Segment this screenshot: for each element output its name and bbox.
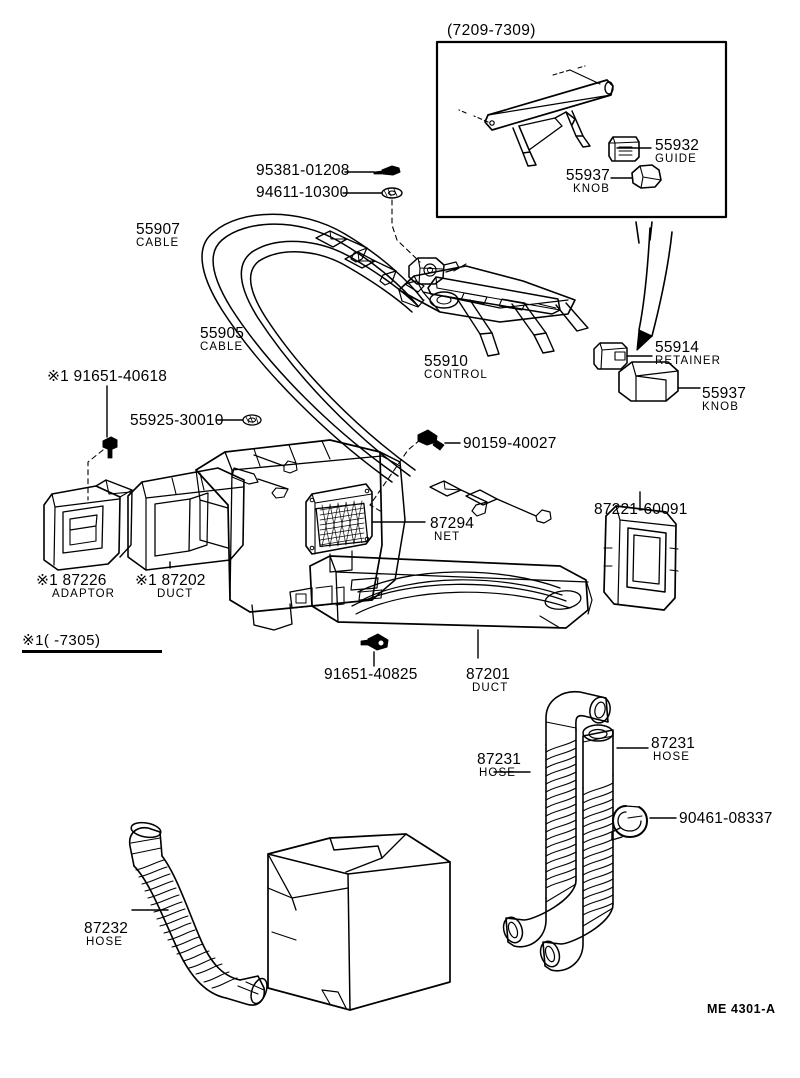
part-label-90159: 90159-40027 xyxy=(463,436,557,452)
part-number-91651-40618: ※1 91651-40618 xyxy=(47,368,168,385)
inset-title: (7209-7309) xyxy=(447,22,536,39)
part-number-87231-right: 87231 xyxy=(651,735,696,752)
part-label-87294: 87294 NET xyxy=(430,516,474,544)
part-label-87226: ※1 87226 ADAPTOR xyxy=(36,573,115,601)
part-label-55925: 55925-30010 xyxy=(130,413,224,429)
cable-end-fitting-upper-2 xyxy=(344,251,397,286)
hose-part-87231-left xyxy=(502,691,611,948)
screw-90159 xyxy=(417,429,445,451)
grommet-55925 xyxy=(242,414,262,426)
footnote-text: ( -7305) xyxy=(43,632,101,649)
part-number-87221: 87221-60091 xyxy=(594,501,688,518)
part-number-55937-lower: 55937 xyxy=(702,385,747,402)
hose-part-87232 xyxy=(128,821,268,1006)
inset-lever-assembly xyxy=(458,65,614,167)
clamp-part-90461 xyxy=(611,805,648,841)
part-name-55932: GUIDE xyxy=(655,152,697,165)
part-number-87294: 87294 xyxy=(430,515,475,532)
part-label-87201: 87201 DUCT xyxy=(466,667,510,695)
part-label-55907: 55907 CABLE xyxy=(136,222,180,250)
assembly-dash-1 xyxy=(391,199,421,263)
part-name-87231-right: HOSE xyxy=(653,750,690,763)
part-number-55937-inset: 55937 xyxy=(565,167,610,184)
duct-part-87202 xyxy=(127,467,245,571)
part-number-87202: ※1 87202 xyxy=(135,572,206,589)
duct-part-87201 xyxy=(289,555,593,629)
part-name-55937-lower: KNOB xyxy=(702,400,739,413)
part-number-95381: 95381-01208 xyxy=(256,162,350,179)
part-label-55905: 55905 CABLE xyxy=(200,326,244,354)
knob-part-55937-inset xyxy=(631,164,662,189)
part-number-55925: 55925-30010 xyxy=(130,412,224,429)
inset-callout-arrow xyxy=(636,227,673,351)
part-label-87231-right: 87231 HOSE xyxy=(651,736,695,764)
part-number-55932: 55932 xyxy=(655,137,700,154)
part-number-87232: 87232 xyxy=(84,920,129,937)
cable-55907 xyxy=(201,213,424,483)
bolt-91651-40825 xyxy=(360,633,389,651)
retainer-part-55914 xyxy=(593,342,628,370)
part-label-55937-lower: 55937 KNOB xyxy=(702,386,746,414)
cable-end-fitting-lower-2 xyxy=(465,489,552,524)
part-label-87231-left: 87231 HOSE xyxy=(477,752,521,780)
part-name-87231-left: HOSE xyxy=(479,766,516,779)
part-number-55905: 55905 xyxy=(200,325,245,342)
seal-part-87221 xyxy=(603,505,679,611)
part-name-55937-inset: KNOB xyxy=(573,182,610,195)
part-label-55932: 55932 GUIDE xyxy=(655,138,699,166)
footnote: ※1( -7305) xyxy=(22,631,100,649)
bolt-91651-40618 xyxy=(102,436,118,459)
part-name-87294: NET xyxy=(434,530,461,543)
part-label-55937-inset: 55937 KNOB xyxy=(500,168,610,196)
knob-part-55937-lower xyxy=(618,361,679,402)
inset-box xyxy=(435,40,728,219)
part-label-94611: 94611-10300 xyxy=(256,185,348,201)
control-assembly-55910 xyxy=(398,257,589,357)
part-name-55905: CABLE xyxy=(200,340,244,353)
part-label-90461: 90461-08337 xyxy=(679,811,773,827)
part-number-87226: ※1 87226 xyxy=(36,572,107,589)
part-number-94611: 94611-10300 xyxy=(256,184,349,201)
part-label-87232: 87232 HOSE xyxy=(84,921,128,949)
part-number-91651-40825: 91651-40825 xyxy=(324,666,418,683)
hose-part-87231-right xyxy=(539,724,614,972)
part-number-87231-left: 87231 xyxy=(477,751,522,768)
adaptor-part-87226 xyxy=(43,479,133,571)
part-name-87202: DUCT xyxy=(157,587,194,600)
washer-94611 xyxy=(381,187,403,199)
part-label-95381: 95381-01208 xyxy=(256,163,350,179)
cable-end-fitting-upper-1 xyxy=(315,230,368,263)
figure-code: ME 4301-A xyxy=(707,1002,776,1016)
footnote-underline xyxy=(22,650,162,653)
part-number-90159: 90159-40027 xyxy=(463,435,557,452)
part-name-55910: CONTROL xyxy=(424,368,488,381)
part-number-55907: 55907 xyxy=(136,221,181,238)
part-number-55910: 55910 xyxy=(424,353,469,370)
heater-cable-attachments xyxy=(231,454,298,499)
part-name-55907: CABLE xyxy=(136,236,180,249)
blower-housing-box xyxy=(267,833,451,1011)
part-name-87232: HOSE xyxy=(86,935,123,948)
part-label-91651-40618: ※1 91651-40618 xyxy=(47,369,167,385)
part-label-55910: 55910 CONTROL xyxy=(424,354,488,382)
part-name-55914: RETAINER xyxy=(655,354,722,367)
part-number-90461: 90461-08337 xyxy=(679,810,773,827)
part-label-55914: 55914 RETAINER xyxy=(655,340,721,368)
cable-end-fitting-lower-1 xyxy=(429,480,488,517)
heater-unit-body xyxy=(195,439,406,631)
net-part-87294 xyxy=(305,483,373,573)
screw-95381 xyxy=(373,165,401,176)
part-name-87226: ADAPTOR xyxy=(52,587,116,600)
part-number-87201: 87201 xyxy=(466,666,511,683)
guide-part-55932 xyxy=(608,136,640,162)
assembly-dash-adaptor xyxy=(87,449,104,501)
part-label-91651-40825: 91651-40825 xyxy=(324,667,418,683)
part-label-87221: 87221-60091 xyxy=(594,502,688,518)
part-number-55914: 55914 xyxy=(655,339,700,356)
footnote-mark: ※1 xyxy=(22,632,44,649)
assembly-dash-net xyxy=(369,439,421,513)
part-name-87201: DUCT xyxy=(472,681,509,694)
part-label-87202: ※1 87202 DUCT xyxy=(135,573,206,601)
